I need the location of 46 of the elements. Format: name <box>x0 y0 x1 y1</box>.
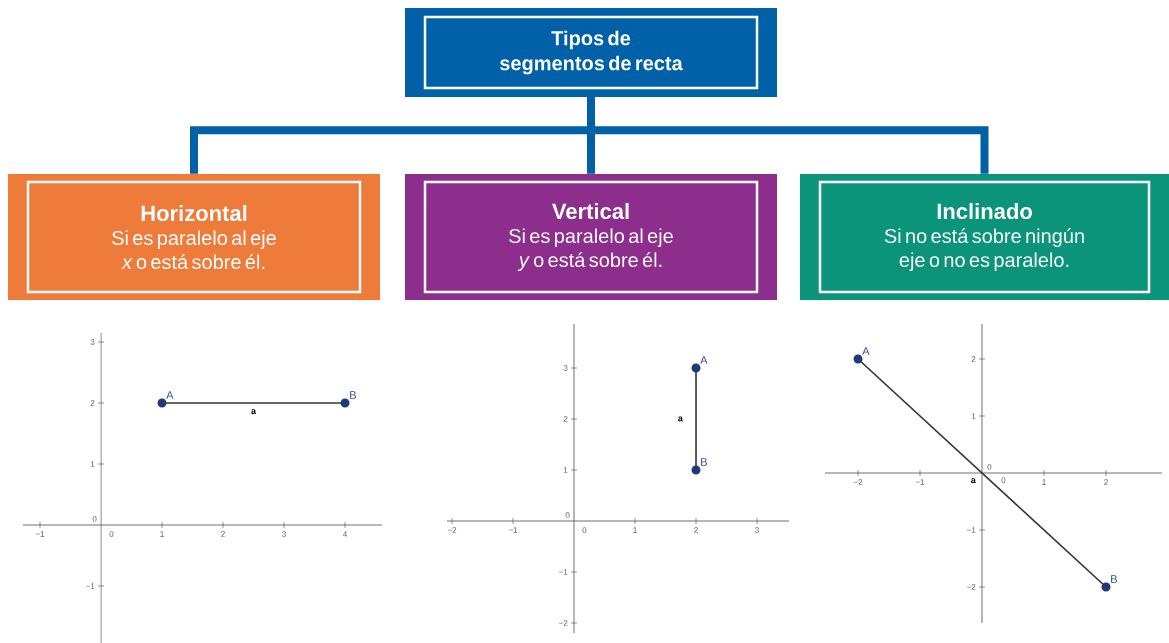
category-box: Horizontal Si es paralelo al eje x o está sobre él. <box>8 174 380 300</box>
tick-label: 1 <box>633 527 637 533</box>
tick-label: 3 <box>90 339 95 345</box>
tick-label: 0 <box>582 527 587 533</box>
tick-label: 3 <box>282 531 286 537</box>
tick-label: 0 <box>92 516 97 522</box>
tick-label: 2 <box>694 527 698 533</box>
point-label: B <box>350 391 356 399</box>
tick-label: 3 <box>563 365 568 371</box>
point-label: A <box>166 391 174 399</box>
tick-label: 1 <box>160 531 164 537</box>
tick-label: −1 <box>508 527 518 533</box>
segment-label: a <box>678 416 683 422</box>
tick-label: −1 <box>35 531 45 537</box>
point-label: B <box>1111 575 1117 583</box>
tick-label: 3 <box>755 527 759 533</box>
tick-label: −2 <box>447 527 457 533</box>
tick-label: −2 <box>967 584 976 590</box>
tick-label: 4 <box>342 531 347 537</box>
segment-label: a <box>251 409 257 415</box>
category-box: Vertical Si es paralelo al eje y o está sobre él. <box>405 174 777 300</box>
tick-label: −1 <box>559 569 568 575</box>
tick-label: −2 <box>559 620 568 626</box>
tick-label: 0 <box>109 531 114 537</box>
title-box: Tipos de segmentos de recta <box>405 8 777 97</box>
tick-label: 2 <box>90 400 95 406</box>
tick-label: 2 <box>1104 479 1108 485</box>
point-label: A <box>862 347 870 355</box>
tick-label: −1 <box>967 527 976 533</box>
tick-label: 2 <box>563 416 568 422</box>
tick-label: 1 <box>563 467 568 473</box>
tick-label: 0 <box>987 464 992 470</box>
point-label: B <box>701 458 707 466</box>
point-label: A <box>700 356 708 364</box>
tick-label: 2 <box>971 356 976 362</box>
tick-label: 1 <box>1042 479 1046 485</box>
tick-label: 1 <box>90 461 95 467</box>
tick-label: 1 <box>971 413 976 419</box>
tick-label: 0 <box>1001 477 1006 483</box>
tick-label: 0 <box>565 512 570 518</box>
tick-label: −2 <box>853 479 863 485</box>
tick-label: −1 <box>86 583 95 589</box>
category-box: Inclinado Si no está sobre ningún eje o no es paralelo. <box>800 174 1169 300</box>
tick-label: −1 <box>915 479 925 485</box>
tick-label: 2 <box>221 531 225 537</box>
segment-label: a <box>971 478 976 484</box>
